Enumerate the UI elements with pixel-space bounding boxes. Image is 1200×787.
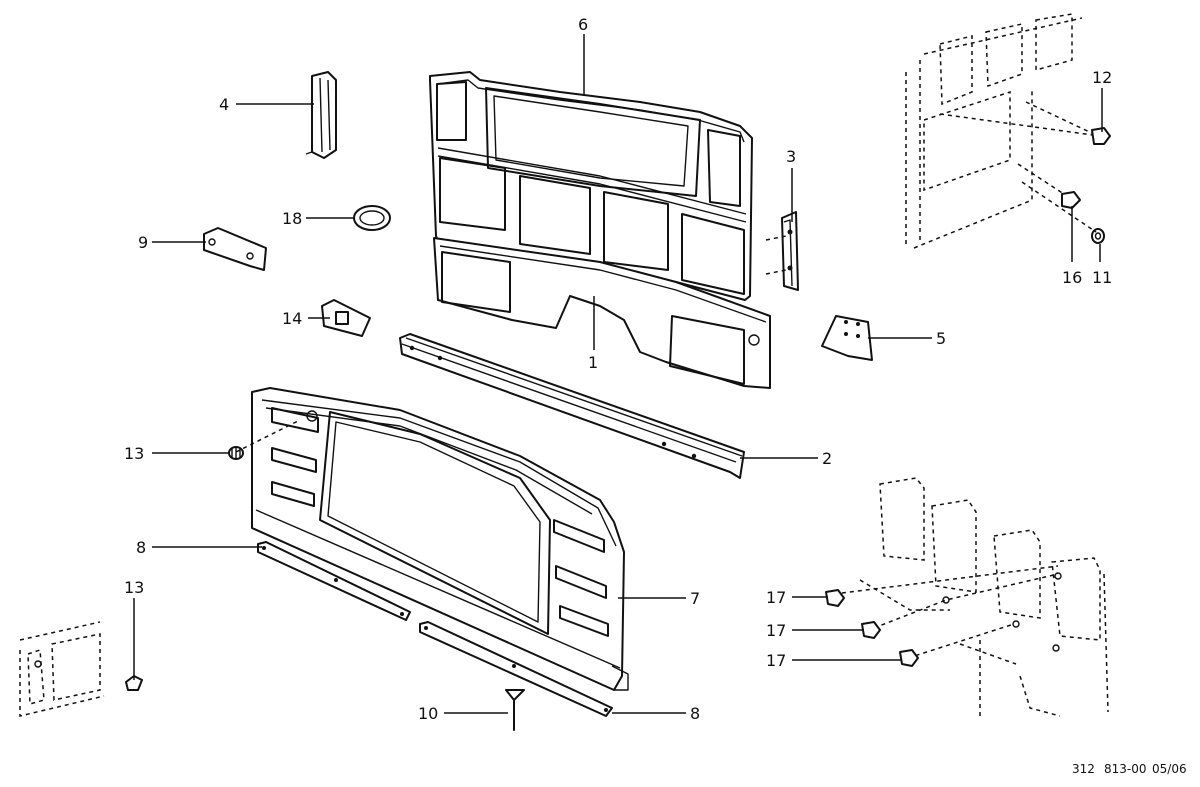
part-2-long-rail <box>399 333 745 479</box>
callout-1: 1 <box>588 353 598 372</box>
part-14-latch <box>321 299 371 337</box>
callout-3: 3 <box>786 147 796 166</box>
part-8-strips <box>257 541 613 717</box>
callout-labels: 6 4 3 18 9 14 1 5 13 2 8 7 13 10 8 12 16… <box>124 15 1112 723</box>
callout-10: 10 <box>418 704 438 723</box>
callout-7: 7 <box>690 589 700 608</box>
callout-17-b: 17 <box>766 621 786 640</box>
callout-18: 18 <box>282 209 302 228</box>
callout-2: 2 <box>822 449 832 468</box>
part-4-bracket <box>305 71 337 159</box>
callout-11: 11 <box>1092 268 1112 287</box>
part-3-side-bracket <box>765 211 799 291</box>
callout-17-a: 17 <box>766 588 786 607</box>
footer-code: 813-00 <box>1104 762 1147 776</box>
part-18-ring <box>353 205 391 231</box>
callout-12: 12 <box>1092 68 1112 87</box>
part-13-grommet <box>228 446 244 460</box>
callout-14: 14 <box>282 309 302 328</box>
callout-13-upper: 13 <box>124 444 144 463</box>
callout-8-upper: 8 <box>136 538 146 557</box>
part-6-upper-panel <box>429 71 753 301</box>
footer-date: 05/06 <box>1152 762 1187 776</box>
callout-8-lower: 8 <box>690 704 700 723</box>
part-5-mount <box>821 315 873 361</box>
part-1-lower-panel <box>433 237 771 389</box>
detail-lower-left <box>19 621 143 717</box>
callout-9: 9 <box>138 233 148 252</box>
callout-5: 5 <box>936 329 946 348</box>
callout-16: 16 <box>1062 268 1082 287</box>
leader-lines <box>133 34 1103 714</box>
part-7-lower-assembly <box>235 387 629 691</box>
callout-17-c: 17 <box>766 651 786 670</box>
part-9-clip <box>203 227 267 271</box>
part-10-rivet <box>505 689 525 731</box>
callout-6: 6 <box>578 15 588 34</box>
callout-4: 4 <box>219 95 229 114</box>
callout-13-lower: 13 <box>124 578 144 597</box>
detail-lower-right <box>825 477 1109 717</box>
footer-page-number: 312 <box>1072 762 1095 776</box>
detail-upper-right <box>905 13 1111 249</box>
